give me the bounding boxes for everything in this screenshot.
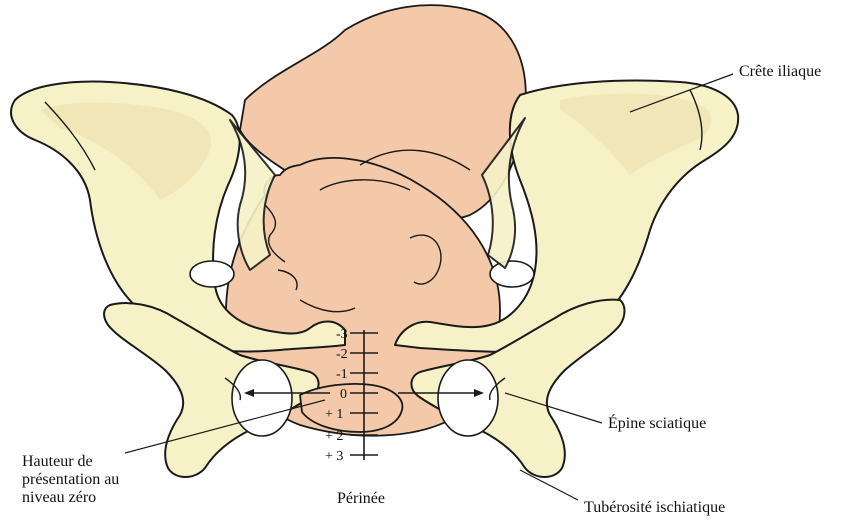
station-zero-leader — [124, 399, 326, 454]
station-label: + 2 — [325, 429, 343, 444]
station-zero-label-line1: Hauteur de — [22, 453, 93, 470]
iliac-crest-label: Crête iliaque — [739, 63, 821, 80]
fetal-head-lower — [299, 382, 404, 433]
station-label: + 3 — [325, 449, 343, 464]
station-label: + 1 — [325, 407, 343, 422]
right-ilium — [394, 79, 740, 353]
station-scale: -3 -2 -1 0 + 1 + 2 + 3 — [325, 327, 378, 464]
station-zero-label-line2: présentation au — [22, 471, 119, 488]
sciatic-spine-label: Épine sciatique — [608, 413, 706, 432]
station-label: -2 — [336, 347, 348, 362]
sacrum — [229, 117, 526, 271]
station-label: 0 — [340, 387, 347, 402]
sciatic-spine-leader — [504, 392, 603, 424]
iliac-crest-leader — [629, 73, 734, 113]
leader-lines — [124, 73, 734, 501]
ischial-tuberosity-leader — [519, 469, 579, 501]
left-ischium — [103, 302, 320, 478]
left-ilium — [10, 80, 346, 353]
station-zero-label-line3: niveau zéro — [22, 489, 96, 506]
perineum-label: Périnée — [337, 490, 385, 507]
ischial-tuberosity-label: Tubérosité ischiatique — [584, 499, 725, 516]
station-label: -1 — [336, 367, 348, 382]
station-label: -3 — [336, 327, 348, 342]
right-ischium — [410, 298, 626, 478]
interspinous-arrow — [244, 389, 484, 397]
